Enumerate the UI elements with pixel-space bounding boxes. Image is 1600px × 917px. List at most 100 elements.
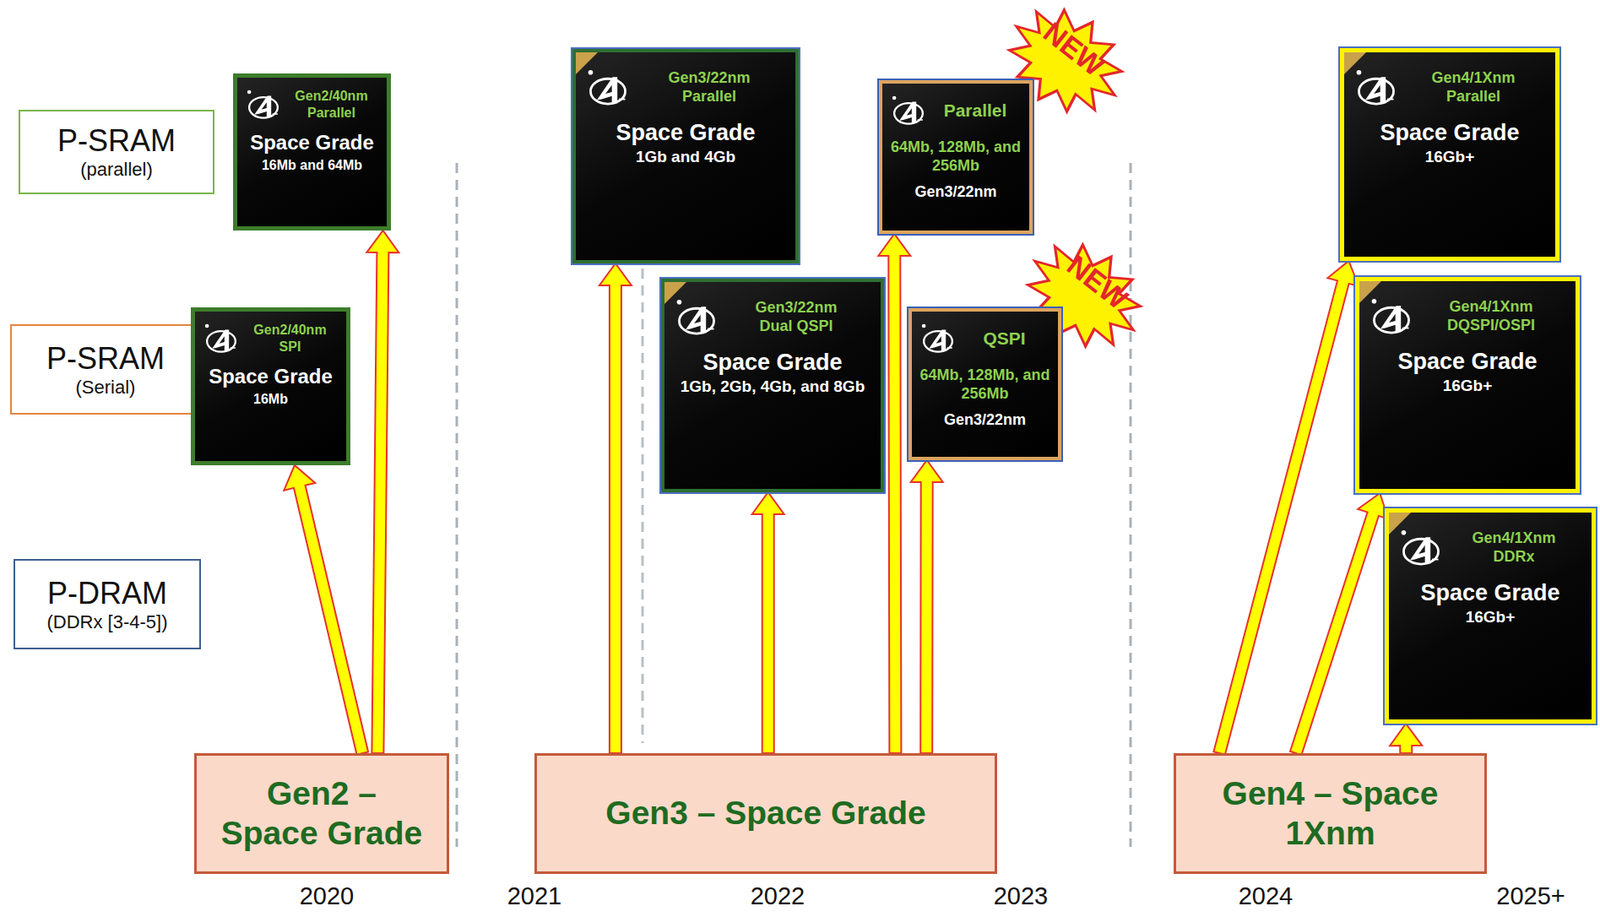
chip-density: 16Mb <box>253 390 288 407</box>
chip-body: 64Mb, 128Mb, and 256MbGen3/22nm <box>889 138 1023 202</box>
growth-arrow <box>283 465 369 755</box>
package-notch <box>1359 281 1382 304</box>
chip-body: 64Mb, 128Mb, and 256MbGen3/22nm <box>918 366 1052 430</box>
product-band: P-SRAM(parallel)Gen2/40nm ParallelSpace … <box>81 45 1600 271</box>
company-logo <box>201 321 241 355</box>
chip-header-row: Gen4/1Xnm DQSPI/OSPI <box>1367 296 1568 337</box>
growth-arrow <box>752 492 785 754</box>
chip-body: Space Grade16Gb+ <box>1367 347 1568 396</box>
band-label-box: P-DRAM(DDRx [3-4-5]) <box>13 558 201 650</box>
chip-density: 64Mb, 128Mb, and 256Mb <box>889 138 1023 175</box>
year-divider <box>455 162 459 847</box>
growth-arrow <box>1213 260 1359 755</box>
chip-series: Gen4/1Xnm Parallel <box>1419 69 1528 106</box>
chip-density: 16Gb+ <box>1465 607 1516 628</box>
chip-series: Parallel <box>943 99 1008 121</box>
chip-series: QSPI <box>982 327 1026 349</box>
chip-body: Space Grade16Mb and 64Mb <box>244 130 380 174</box>
growth-arrow <box>1290 493 1389 755</box>
chip-header-row: Gen3/22nm Dual QSPI <box>672 297 873 337</box>
chip-header-row: QSPI <box>918 321 1052 355</box>
generation-box: Gen2 – Space Grade <box>194 753 450 874</box>
chip-density: 1Gb, 2Gb, 4Gb, and 8Gb <box>680 377 866 397</box>
chip-series: Gen2/40nm Parallel <box>286 87 378 120</box>
chip-process: Gen3/22nm <box>943 411 1026 430</box>
band-subtitle: (DDRx [3-4-5]) <box>46 611 168 634</box>
chip-header-wrap: Gen4/1Xnm DDRx <box>1444 529 1584 566</box>
chip-grade: Space Grade <box>1379 119 1519 147</box>
chip-header-wrap: Gen2/40nm SPI <box>240 321 340 354</box>
generation-title: Gen2 – Space Grade <box>218 774 425 854</box>
chip-series: Gen3/22nm Dual QSPI <box>742 298 851 336</box>
band-title: P-DRAM <box>47 574 168 612</box>
chip-series: Gen4/1Xnm DQSPI/OSPI <box>1437 298 1546 335</box>
chip-density: 16Gb+ <box>1442 376 1493 396</box>
growth-arrow <box>911 460 944 754</box>
year-label: 2023 <box>970 883 1072 911</box>
chip-header-row: Gen3/22nm Parallel <box>584 67 787 108</box>
generation-title: Gen4 – Space 1Xnm <box>1198 774 1463 854</box>
band-label-box: P-SRAM(parallel) <box>18 109 215 195</box>
memory-chip: Gen4/1Xnm DQSPI/OSPI Space Grade16Gb+ <box>1355 276 1580 494</box>
chip-density: 64Mb, 128Mb, and 256Mb <box>918 366 1052 403</box>
chip-body: Space Grade1Gb, 2Gb, 4Gb, and 8Gb <box>672 348 873 397</box>
chip-series: Gen4/1Xnm DDRx <box>1459 529 1568 566</box>
chip-header-row: Gen2/40nm Parallel <box>244 87 380 121</box>
chip-header-wrap: Gen4/1Xnm DQSPI/OSPI <box>1415 298 1568 335</box>
chip-header-row: Parallel <box>889 93 1023 127</box>
chip-density: 16Mb and 64Mb <box>261 157 363 174</box>
growth-arrow <box>1389 723 1422 754</box>
memory-chip: QSPI 64Mb, 128Mb, and 256MbGen3/22nm <box>908 308 1062 461</box>
year-label: 2025+ <box>1480 883 1582 911</box>
memory-chip: Gen3/22nm Dual QSPI Space Grade1Gb, 2Gb, … <box>661 278 885 493</box>
chip-density: 16Gb+ <box>1425 147 1476 168</box>
chip-process: Gen3/22nm <box>914 183 997 202</box>
company-logo <box>244 87 283 121</box>
package-notch <box>664 282 687 304</box>
year-divider <box>1129 162 1133 847</box>
company-logo <box>1397 527 1445 568</box>
chip-body: Space Grade16Gb+ <box>1352 119 1547 168</box>
chip-header-row: Gen4/1Xnm DDRx <box>1397 527 1584 568</box>
chip-header-wrap: Gen3/22nm Dual QSPI <box>720 298 873 336</box>
generation-box: Gen4 – Space 1Xnm <box>1173 753 1487 874</box>
chip-header-row: Gen2/40nm SPI <box>201 321 340 355</box>
chip-series: Gen3/22nm Parallel <box>655 69 764 106</box>
generation-box: Gen3 – Space Grade <box>534 753 998 874</box>
memory-chip: Gen2/40nm SPI Space Grade16Mb <box>190 307 351 466</box>
growth-arrow <box>599 263 632 754</box>
company-logo <box>672 297 721 337</box>
generation-title: Gen3 – Space Grade <box>605 793 926 834</box>
memory-chip: Parallel 64Mb, 128Mb, and 256MbGen3/22nm <box>878 80 1033 234</box>
band-subtitle: (parallel) <box>80 158 153 181</box>
chip-header-wrap: Gen2/40nm Parallel <box>282 87 380 120</box>
memory-chip: Gen2/40nm ParallelSpace Grade16Mb and 64… <box>233 73 391 231</box>
product-band: P-SRAM(Serial)Gen2/40nm SPISpace Grade16… <box>81 275 1600 495</box>
chip-grade: Space Grade <box>249 130 375 156</box>
chip-header-wrap: Gen3/22nm Parallel <box>631 69 787 106</box>
memory-chip: Gen4/1Xnm DDRxSpace Grade16Gb+ <box>1384 508 1596 724</box>
chip-grade: Space Grade <box>615 119 755 147</box>
year-label: 2024 <box>1214 883 1317 911</box>
chip-grade: Space Grade <box>702 348 842 376</box>
package-notch <box>1344 52 1367 75</box>
chip-body: Space Grade16Mb <box>201 364 340 407</box>
chip-grade: Space Grade <box>208 364 333 390</box>
band-subtitle: (Serial) <box>75 376 136 399</box>
chip-series: Gen2/40nm SPI <box>244 321 337 354</box>
chip-header-wrap: Parallel <box>927 99 1023 121</box>
company-logo <box>1352 67 1400 108</box>
chip-grade: Space Grade <box>1397 347 1537 375</box>
band-title: P-SRAM <box>46 340 165 377</box>
growth-arrow <box>366 230 399 754</box>
chip-header-wrap: QSPI <box>957 327 1052 349</box>
year-label: 2022 <box>726 883 829 911</box>
company-logo <box>584 67 632 108</box>
chip-grade: Space Grade <box>1420 579 1560 607</box>
band-background <box>86 506 1600 725</box>
product-band: P-DRAM(DDRx [3-4-5])Gen4/1Xnm DDRxSpace … <box>86 506 1600 725</box>
company-logo <box>918 321 958 355</box>
memory-chip: Gen4/1Xnm ParallelSpace Grade16Gb+ <box>1339 48 1560 261</box>
chip-header-wrap: Gen4/1Xnm Parallel <box>1399 69 1547 106</box>
